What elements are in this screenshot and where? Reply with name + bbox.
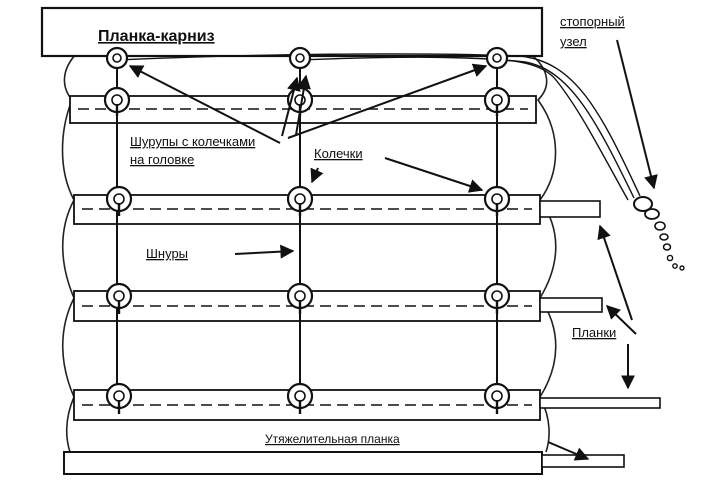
slat-2: [73, 194, 601, 225]
ring-r2-right: [483, 185, 511, 216]
annotation-arrows: [128, 39, 658, 461]
ring-r3-right: [483, 282, 511, 314]
ring-r1-right: [483, 86, 511, 116]
slat-3: [73, 290, 603, 322]
label-rings: Колечки: [314, 146, 363, 161]
ring-r2-middle: [286, 185, 314, 216]
label-screws-line1: Шурупы с колечками: [130, 134, 255, 149]
screw-eye-2: [288, 46, 312, 70]
screw-eye-1: [105, 46, 129, 70]
ring-r4-right: [483, 382, 511, 414]
label-stopper-line2: узел: [560, 34, 587, 49]
slat-3-end: [539, 297, 603, 313]
cord-run-1: [116, 53, 641, 197]
ring-r4-left: [105, 382, 133, 414]
slat-4: [73, 389, 661, 421]
slat-2-end: [539, 200, 601, 218]
ring-r3-middle: [286, 282, 314, 314]
label-screws-line2: на головке: [130, 152, 194, 167]
ring-r2-left: [105, 185, 133, 216]
weight-bar: [63, 451, 543, 475]
cord-run-2: [299, 56, 635, 199]
label-stopper-line1: стопорный: [560, 14, 625, 29]
ring-r3-left: [105, 282, 133, 314]
stopper-knot: [633, 196, 685, 271]
label-slats: Планки: [572, 325, 616, 340]
screw-eye-3: [485, 46, 509, 70]
label-cornice: Планка-карниз: [98, 28, 215, 45]
cord-run-3: [496, 59, 629, 201]
ring-r4-middle: [286, 382, 314, 414]
slat-4-end: [539, 397, 661, 409]
label-cords: Шнуры: [146, 246, 188, 261]
cornice-bar: [40, 6, 544, 58]
ring-r1-left: [103, 86, 131, 116]
label-weight-bar: Утяжелительная планка: [265, 432, 400, 446]
